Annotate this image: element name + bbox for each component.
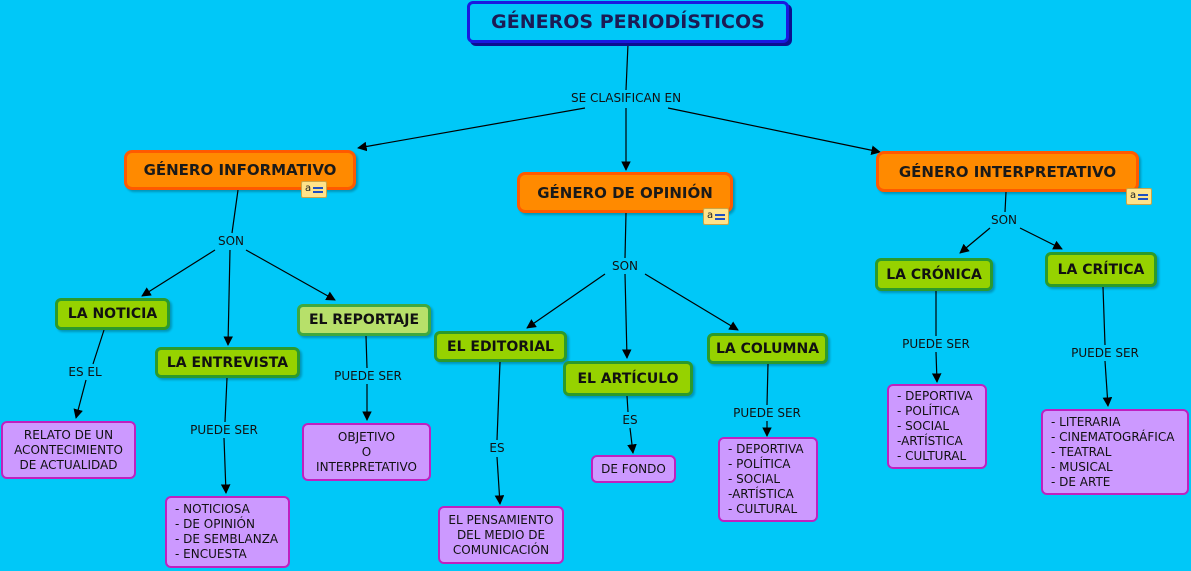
- link-label-puede-ser: PUEDE SER: [332, 369, 404, 383]
- note-icon[interactable]: a: [1126, 188, 1152, 205]
- link-label-puede-ser: PUEDE SER: [731, 406, 803, 420]
- genre-interpretativo[interactable]: GÉNERO INTERPRETATIVO: [876, 151, 1139, 192]
- node-el-articulo[interactable]: EL ARTÍCULO: [563, 361, 693, 396]
- detail-columna-types[interactable]: - DEPORTIVA - POLÍTICA - SOCIAL -ARTÍSTI…: [718, 437, 818, 522]
- link-label-classify: SE CLASIFICAN EN: [568, 91, 684, 105]
- node-la-cronica[interactable]: LA CRÓNICA: [875, 258, 993, 291]
- node-la-columna[interactable]: LA COLUMNA: [707, 333, 828, 364]
- link-label-puede-ser: PUEDE SER: [1069, 346, 1141, 360]
- node-la-critica[interactable]: LA CRÍTICA: [1045, 252, 1157, 287]
- link-label-es-el: ES EL: [66, 365, 104, 379]
- link-label-son: SON: [988, 213, 1020, 227]
- link-label-son: SON: [609, 259, 641, 273]
- node-el-editorial[interactable]: EL EDITORIAL: [434, 331, 567, 362]
- link-label-es: ES: [620, 413, 640, 427]
- detail-critica-types[interactable]: - LITERARIA - CINEMATOGRÁFICA - TEATRAL …: [1041, 409, 1189, 495]
- detail-pensamiento[interactable]: EL PENSAMIENTO DEL MEDIO DE COMUNICACIÓN: [438, 506, 564, 564]
- detail-de-fondo[interactable]: DE FONDO: [591, 455, 676, 483]
- node-la-noticia[interactable]: LA NOTICIA: [55, 298, 170, 330]
- link-label-es: ES: [487, 441, 507, 455]
- map-title: GÉNEROS PERIODÍSTICOS: [467, 1, 789, 43]
- note-icon[interactable]: a: [703, 208, 729, 225]
- link-label-puede-ser: PUEDE SER: [188, 423, 260, 437]
- detail-cronica-types[interactable]: - DEPORTIVA - POLÍTICA - SOCIAL -ARTÍSTI…: [887, 384, 987, 469]
- detail-reportaje-types[interactable]: OBJETIVO O INTERPRETATIVO: [302, 423, 431, 481]
- detail-entrevista-types[interactable]: - NOTICIOSA - DE OPINIÓN - DE SEMBLANZA …: [165, 496, 290, 568]
- link-label-son: SON: [215, 234, 247, 248]
- genre-informativo[interactable]: GÉNERO INFORMATIVO: [124, 150, 356, 190]
- note-icon[interactable]: a: [301, 181, 327, 198]
- detail-relato[interactable]: RELATO DE UN ACONTECIMIENTO DE ACTUALIDA…: [1, 421, 136, 479]
- node-el-reportaje[interactable]: EL REPORTAJE: [297, 304, 431, 336]
- link-label-puede-ser: PUEDE SER: [900, 337, 972, 351]
- node-la-entrevista[interactable]: LA ENTREVISTA: [155, 347, 300, 378]
- genre-opinion[interactable]: GÉNERO DE OPINIÓN: [517, 172, 733, 213]
